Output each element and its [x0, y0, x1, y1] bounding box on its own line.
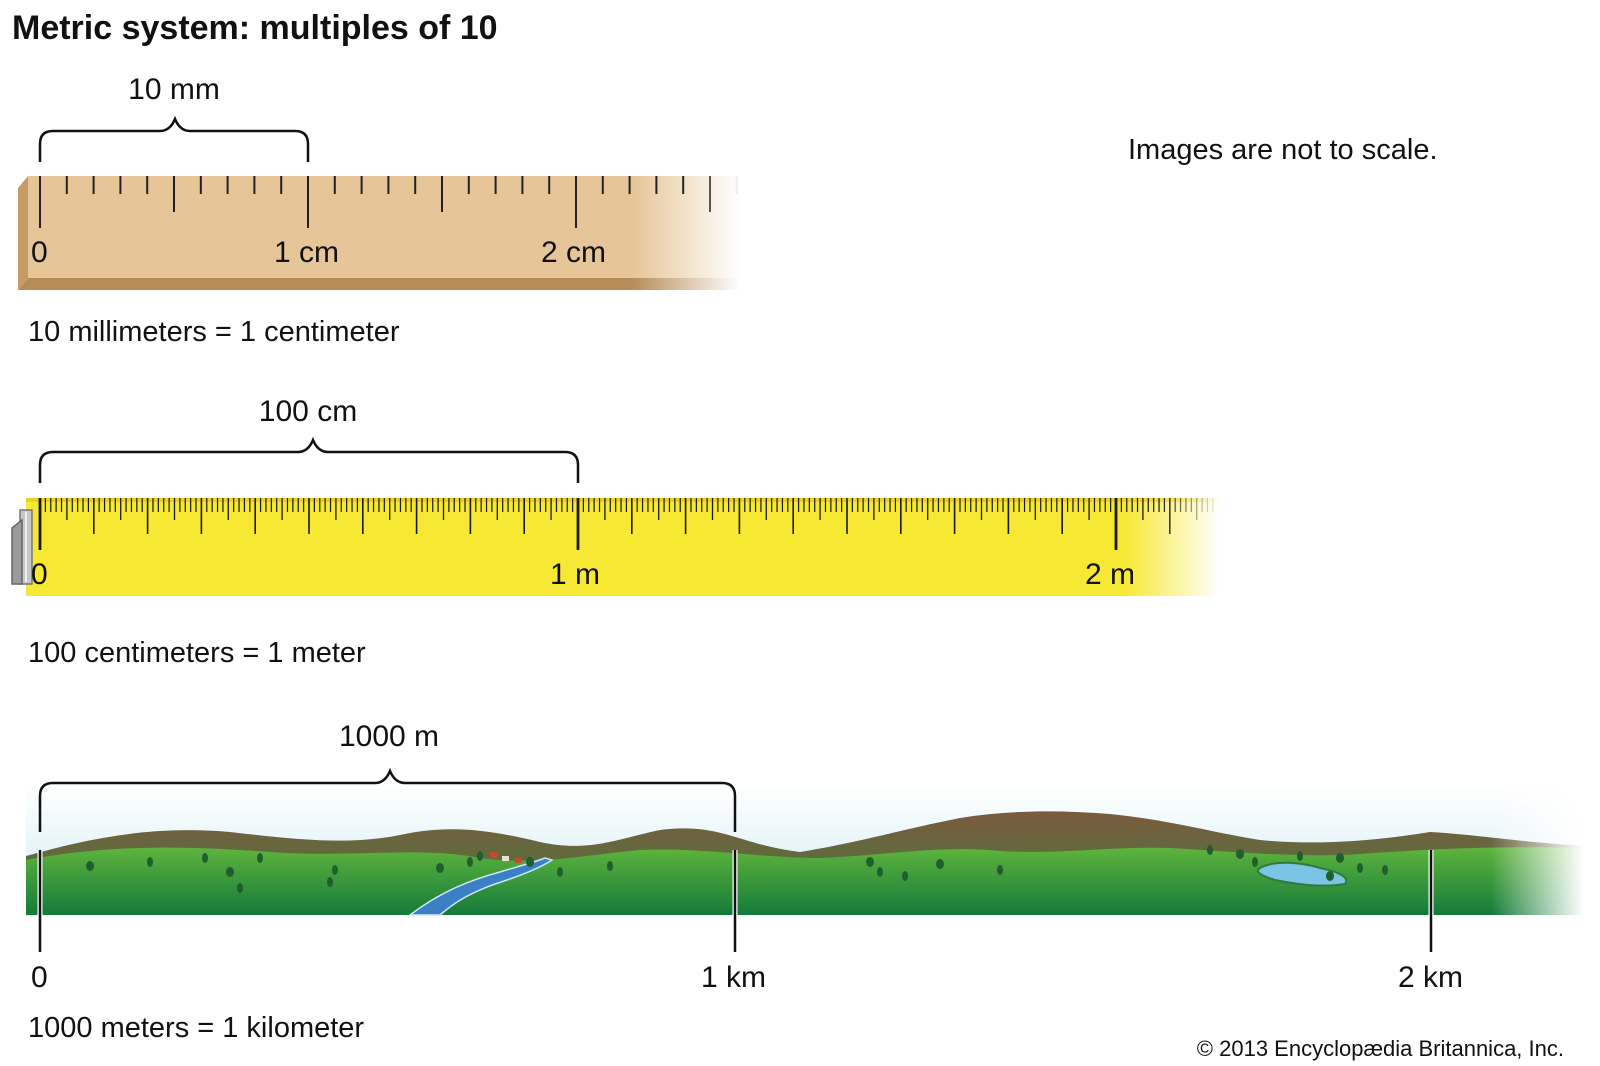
brace-label-10mm: 10 mm — [128, 75, 220, 105]
tree — [257, 853, 263, 863]
land-label-2km: 2 km — [1398, 963, 1463, 993]
tape-label-2m: 2 m — [1085, 560, 1135, 590]
ruler-side — [18, 176, 28, 290]
tree — [997, 865, 1003, 875]
landscape-fade — [26, 785, 1584, 915]
brace-label-100cm: 100 cm — [259, 397, 357, 427]
tree — [467, 857, 473, 867]
tree — [477, 851, 483, 861]
wooden-ruler — [18, 176, 740, 290]
brace-100cm — [40, 440, 578, 483]
tape-label-1m: 1 m — [550, 560, 600, 590]
tree — [327, 877, 333, 887]
tree — [202, 853, 208, 863]
ruler-label-0: 0 — [31, 238, 48, 268]
tree — [86, 861, 94, 871]
tree — [902, 871, 908, 881]
tree — [1357, 863, 1363, 873]
tape-face — [26, 498, 1220, 596]
copyright-credit: © 2013 Encyclopædia Britannica, Inc. — [1197, 1038, 1564, 1060]
ruler-face — [28, 176, 740, 278]
brace-10mm — [40, 119, 308, 162]
tree — [332, 865, 338, 875]
equation-cm-m: 100 centimeters = 1 meter — [28, 639, 366, 668]
tree — [1252, 857, 1258, 867]
tree — [436, 863, 444, 873]
tree — [607, 861, 613, 871]
tree — [1326, 871, 1334, 881]
equation-m-km: 1000 meters = 1 kilometer — [28, 1014, 364, 1043]
tree — [237, 883, 243, 893]
tree — [1236, 849, 1244, 859]
tape-label-0: 0 — [31, 560, 48, 590]
tree — [877, 867, 883, 877]
tree — [1297, 851, 1303, 861]
tape-measure — [12, 498, 1220, 596]
ruler-edge — [18, 278, 740, 290]
tree — [557, 867, 563, 877]
brace-label-1000m: 1000 m — [339, 722, 439, 752]
tree — [936, 859, 944, 869]
tree — [1207, 845, 1213, 855]
tree — [526, 857, 534, 867]
tree — [1382, 865, 1388, 875]
tree — [147, 857, 153, 867]
tape-hook — [12, 510, 32, 584]
land-label-1km: 1 km — [701, 963, 766, 993]
land-label-0: 0 — [31, 963, 48, 993]
ruler-label-1cm: 1 cm — [274, 238, 339, 268]
tree — [226, 867, 234, 877]
landscape — [26, 785, 1584, 952]
equation-mm-cm: 10 millimeters = 1 centimeter — [28, 318, 400, 347]
tree — [866, 857, 874, 867]
ruler-label-2cm: 2 cm — [541, 238, 606, 268]
tree — [1336, 853, 1344, 863]
